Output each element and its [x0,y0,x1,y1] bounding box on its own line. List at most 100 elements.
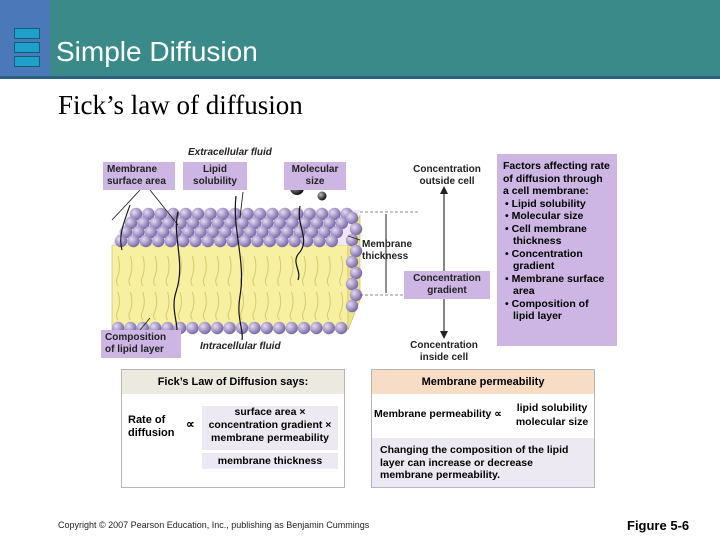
membrane-permeability-box: Membrane permeability Membrane permeabil… [371,369,595,488]
lipid-tail [128,255,133,287]
lipid-tail [215,255,220,287]
phospholipid-head [260,321,273,335]
phospholipid-head [251,234,264,248]
phospholipid-head [288,234,301,248]
phospholipid-head [297,321,311,335]
lipid-tail [140,255,145,287]
phospholipid-head [313,234,326,248]
factor-item: • Concentration gradient [505,247,583,273]
lipid-tail [227,291,232,321]
factor-item: • Composition of lipid layer [505,297,589,323]
lipid-tail [202,255,207,287]
permeability-note: Changing the composition of the lipid la… [380,444,569,481]
label-molecular-size: Molecular size [284,162,346,190]
phospholipid-head [263,234,276,248]
proportional-symbol: ∝ [186,417,195,431]
lipid-tail [277,291,282,321]
slide-icon-bar [14,28,40,39]
lipid-tail [339,255,344,287]
pointer-line [149,189,179,226]
phospholipid-head [349,222,363,236]
phospholipid-head [325,234,338,248]
lipid-tail [227,255,232,287]
label-concentration-inside: Concentration inside cell [410,340,478,363]
diffusion-path [234,195,243,341]
permeability-note-area: Changing the composition of the lipid la… [372,438,594,487]
factor-item: • Molecular size [505,210,584,222]
title-underline [0,76,720,79]
title-bar: Simple Diffusion [0,0,720,76]
phospholipid-head [238,234,252,248]
lipid-tail [202,291,207,321]
label-intracellular: Intracellular fluid [200,341,281,352]
phospholipid-head [335,321,348,335]
lipid-tail [277,255,282,287]
label-membrane-thickness: Membrane thickness [362,239,413,262]
phospholipid-head [273,321,286,335]
permeability-numerator: lipid solubility [516,402,588,414]
diffusion-path [173,211,181,337]
phospholipid-head [201,234,214,248]
phospholipid-head [349,266,363,280]
phospholipid-head [345,299,359,313]
permeability-left-label: Membrane permeability ∝ [374,408,502,420]
label-composition-lipid-layer: Composition of lipid layer [101,330,181,358]
phospholipid-head [176,234,190,248]
gradient-arrow-down-head [440,331,448,339]
lipid-tail [264,255,269,287]
pointer-line [347,235,361,241]
lipid-tail [339,291,344,321]
lipid-tail [326,291,331,321]
ficks-law-box: Fick’s Law of Diffusion says: Rate of di… [121,369,345,488]
lipid-tail [153,291,158,321]
lipid-tail [116,255,120,287]
factor-item: • Cell membrane thickness [505,222,587,248]
lipid-tails [116,255,344,321]
factors-heading: Factors affecting rate of diffusion thro… [503,160,610,197]
slide-subtitle: Fick’s law of diffusion [58,90,303,120]
phospholipid-head [127,234,140,248]
phospholipid-head [226,234,239,248]
phospholipid-head [345,255,359,269]
phospholipid-head [211,321,224,335]
lipid-tail [302,291,306,321]
lipid-tail [178,291,182,321]
phospholipid-head [345,277,359,291]
lipid-tail [264,291,269,321]
gradient-arrow-up-head [440,186,448,194]
pointer-line [239,191,244,219]
fick-denominator: membrane thickness [202,453,338,469]
label-extracellular: Extracellular fluid [188,147,272,158]
lipid-tail [116,291,120,321]
phospholipid-head [152,234,165,248]
phospholipid-head [248,321,261,335]
label-membrane-surface-area: Membrane surface area [103,162,175,190]
figure-number: Figure 5-6 [627,518,690,533]
phospholipid-head [349,244,363,258]
slide-icon-bar [14,56,40,67]
lipid-tail [128,291,133,321]
factor-item: • Lipid solubility [505,197,586,210]
rate-of-diffusion-label: Rate of diffusion [128,414,175,439]
pointer-line [139,317,151,331]
lipid-tail [326,255,331,287]
lipid-tail [153,255,158,287]
phospholipid-head [235,321,249,335]
diffusion-path [120,204,131,251]
lipid-tail [165,291,170,321]
phospholipid-head [164,234,177,248]
copyright-footer: Copyright © 2007 Pearson Education, Inc.… [58,520,370,530]
lipid-tail [215,291,220,321]
lipid-tail [240,291,244,321]
lipid-tail [314,255,319,287]
lipid-tail [252,291,257,321]
phospholipid-heads [111,207,363,335]
phospholipid-head [214,234,227,248]
diffusion-path [295,205,305,281]
label-concentration-gradient: Concentration gradient [404,271,490,299]
phospholipid-head [345,233,359,247]
phospholipid-head [345,211,359,225]
ficks-law-header: Fick’s Law of Diffusion says: [122,370,344,394]
slide-icon-bar [14,42,40,53]
pointer-line [111,189,141,221]
